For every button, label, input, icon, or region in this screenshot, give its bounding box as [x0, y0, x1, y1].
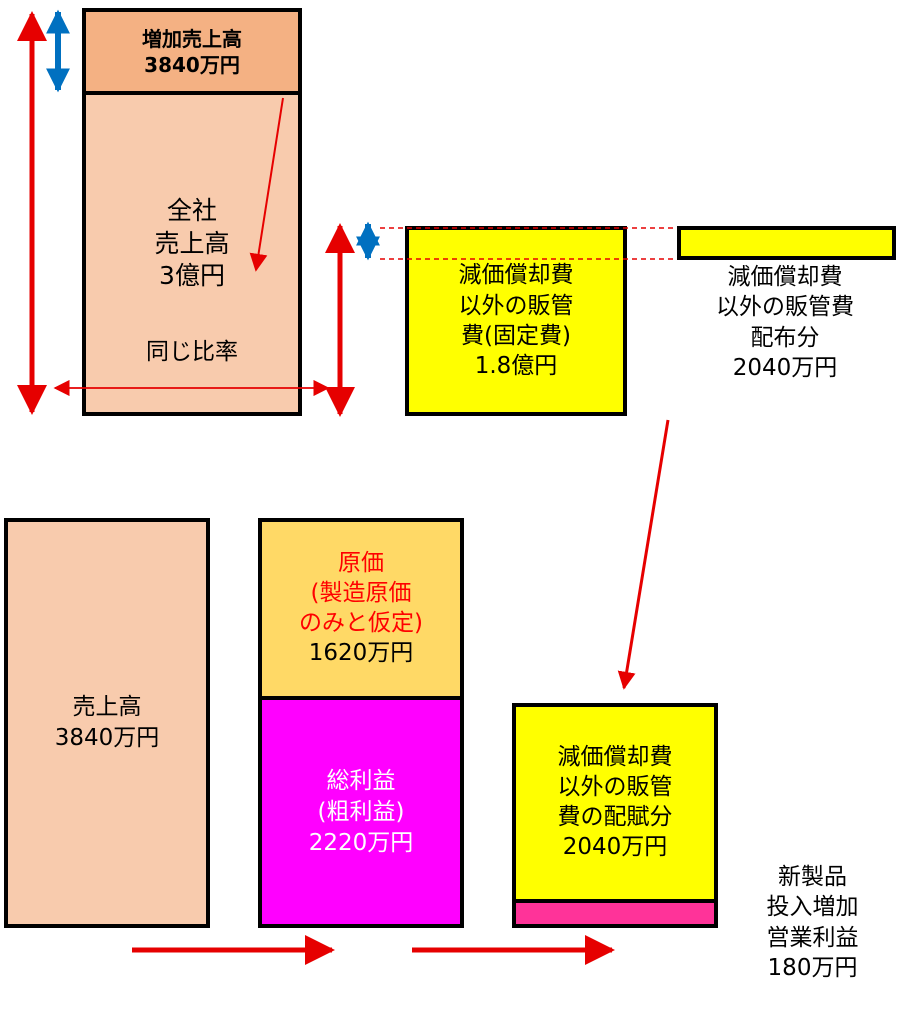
cost-red-line-1: 原価 — [338, 550, 384, 577]
allocation-line-3: 費の配賦分 — [557, 804, 673, 830]
allocation-line-1: 減価償却費 — [557, 744, 673, 771]
increase-sales-amount: 3840万円 — [144, 52, 240, 77]
cost-box: 原価 (製造原価 のみと仮定) 1620万円 — [258, 518, 464, 700]
same-ratio-label: 同じ比率 — [146, 339, 238, 365]
operating-profit-box — [512, 899, 718, 928]
allocated-label: 減価償却費 以外の販管費 配布分 2040万円 — [665, 262, 900, 383]
allocation-line-4: 2040万円 — [562, 833, 668, 860]
allocated-label-line-3: 配布分 — [750, 324, 820, 351]
company-sales-line-1: 全社 — [166, 196, 217, 225]
operating-profit-label: 新製品 投入増加 営業利益 180万円 — [730, 862, 895, 983]
gross-profit-line-2: (粗利益) — [317, 799, 405, 826]
allocated-label-line-1: 減価償却費 — [727, 264, 843, 290]
sales-box: 売上高 3840万円 — [4, 518, 210, 928]
allocation-line-2: 以外の販管 — [557, 774, 673, 801]
increase-sales-title: 増加売上高 — [142, 26, 242, 51]
fixed-cost-line-4: 1.8億円 — [474, 353, 558, 380]
gross-profit-box: 総利益 (粗利益) 2220万円 — [258, 696, 464, 928]
allocated-label-line-4: 2040万円 — [732, 355, 838, 382]
fixed-cost-line-1: 減価償却費 — [458, 262, 574, 289]
allocated-label-line-2: 以外の販管費 — [716, 294, 854, 321]
company-sales-line-3: 3億円 — [159, 261, 225, 290]
gross-profit-line-3: 2220万円 — [308, 830, 414, 857]
allocation-box: 減価償却費 以外の販管 費の配賦分 2040万円 — [512, 703, 718, 903]
increase-sales-box: 増加売上高 3840万円 — [82, 8, 302, 95]
allocated-strip-box — [677, 226, 896, 260]
cost-red-line-2: (製造原価 — [310, 580, 412, 607]
operating-profit-line-4: 180万円 — [767, 955, 858, 982]
allocation-transfer-arrow — [617, 419, 670, 690]
sales-line-2: 3840万円 — [54, 725, 160, 752]
fixed-cost-line-3: 費(固定費) — [461, 323, 571, 349]
fixed-cost-box: 減価償却費 以外の販管 費(固定費) 1.8億円 — [405, 226, 627, 416]
fixed-cost-line-2: 以外の販管 — [458, 292, 574, 319]
sales-line-1: 売上高 — [72, 694, 142, 720]
company-sales-line-2: 売上高 — [154, 228, 230, 258]
operating-profit-line-1: 新製品 — [778, 864, 847, 890]
gross-profit-line-1: 総利益 — [326, 768, 396, 794]
operating-profit-line-3: 営業利益 — [766, 924, 859, 951]
cost-amount: 1620万円 — [308, 639, 414, 666]
operating-profit-line-2: 投入増加 — [766, 894, 859, 921]
cost-red-line-3: のみと仮定) — [299, 610, 423, 636]
